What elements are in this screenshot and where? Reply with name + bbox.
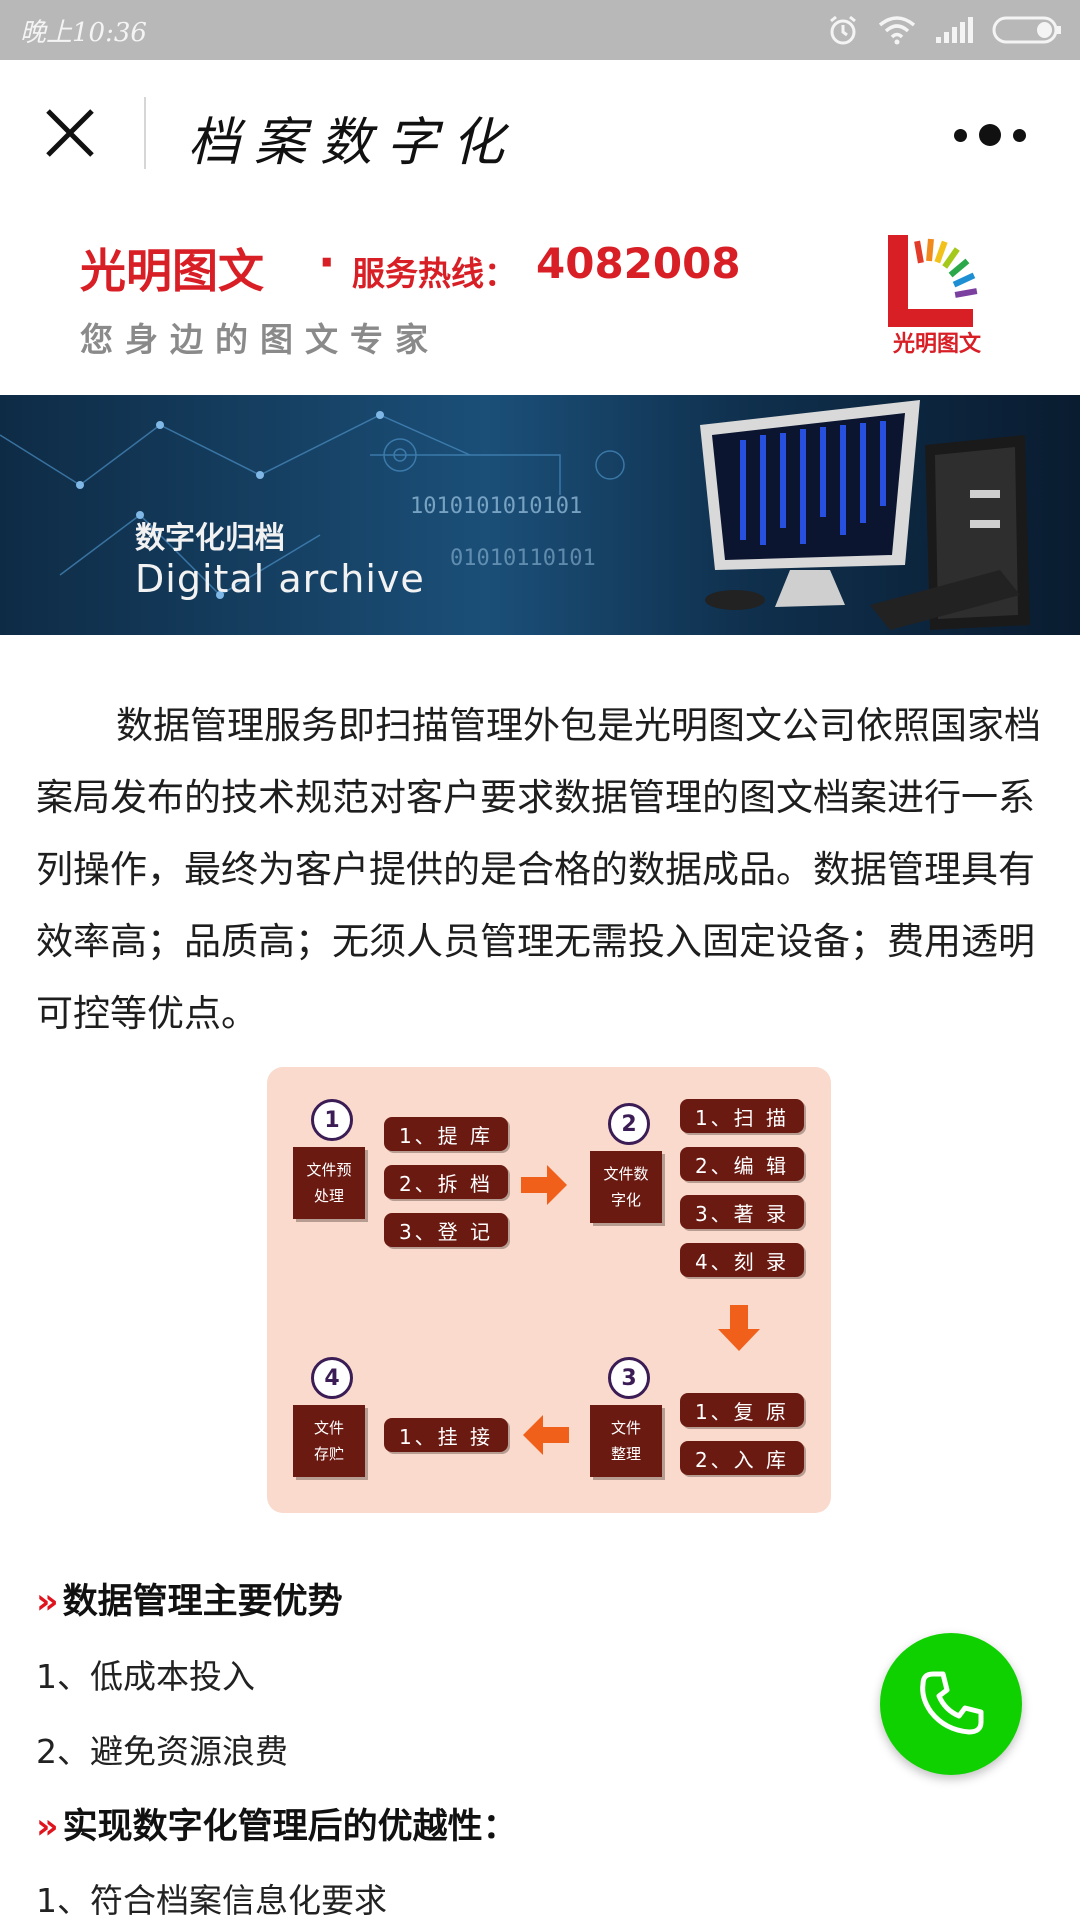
status-time: 晚上10:36 <box>20 18 147 48</box>
brand-separator: · <box>318 235 336 289</box>
alarm-icon <box>830 15 856 45</box>
logo-text: 光明图文 <box>892 331 982 357</box>
arrow-right-icon <box>521 1165 567 1205</box>
section-title-text: 实现数字化管理后的优越性： <box>62 1807 518 1847</box>
stage-1-box: 文件预处理 <box>293 1147 365 1219</box>
banner-title-en: Digital archive <box>135 557 425 601</box>
stage-2-step: 3、著 录 <box>680 1195 804 1229</box>
stage-3-box: 文件整理 <box>590 1405 662 1477</box>
status-bar: 晚上10:36 <box>0 0 1080 60</box>
hotline-number[interactable]: 4082008 <box>536 239 741 288</box>
stage-3-step: 1、复 原 <box>680 1393 804 1427</box>
process-flow-diagram: 1 文件预处理 1、提 库 2、拆 档 3、登 记 2 文件数字化 1、扫 描 … <box>267 1067 831 1513</box>
double-chevron-icon: » <box>36 1582 59 1622</box>
list-item: 1、低成本投入 <box>36 1657 255 1696</box>
double-chevron-icon: » <box>36 1807 59 1847</box>
phone-icon <box>920 1671 984 1735</box>
stage-2-step: 4、刻 录 <box>680 1243 804 1277</box>
binary-row-2: 01010110101 <box>450 546 596 571</box>
nav-divider <box>144 97 146 169</box>
brand-logo: 光明图文 <box>888 235 982 357</box>
hotline-label: 服务热线： <box>352 254 517 293</box>
brand-slogan: 您身边的图文专家 <box>80 320 440 359</box>
battery-icon <box>992 16 1061 44</box>
intro-paragraph: 数据管理服务即扫描管理外包是光明图文公司依照国家档案局发布的技术规范对客户要求数… <box>36 690 1046 1050</box>
stage-2-number: 2 <box>608 1103 650 1145</box>
stage-2-box: 文件数字化 <box>590 1151 662 1223</box>
wifi-icon <box>878 16 916 45</box>
section-title-text: 数据管理主要优势 <box>62 1582 343 1622</box>
status-icons <box>826 12 1064 48</box>
digital-archive-banner: 1010101010101 01010110101 数字化归档 Digital … <box>0 395 1080 635</box>
intro-text: 数据管理服务即扫描管理外包是光明图文公司依照国家档案局发布的技术规范对客户要求数… <box>36 704 1041 1035</box>
section-title: »数据管理主要优势 <box>36 1573 343 1624</box>
stage-2-step: 1、扫 描 <box>680 1099 804 1133</box>
list-item: 1、符合档案信息化要求 <box>36 1881 387 1920</box>
arrow-down-icon <box>718 1305 760 1351</box>
section-title: »实现数字化管理后的优越性： <box>36 1798 518 1849</box>
more-icon[interactable] <box>942 118 1038 152</box>
brand-header: 光明图文 · 服务热线： 4082008 您身边的图文专家 光明图文 <box>0 205 1080 395</box>
stage-3-step: 2、入 库 <box>680 1441 804 1475</box>
stage-4-box: 文件存贮 <box>293 1405 365 1477</box>
call-button[interactable] <box>880 1633 1022 1775</box>
signal-icon <box>936 17 973 43</box>
banner-graphic: 1010101010101 01010110101 <box>0 400 1030 630</box>
binary-row-1: 1010101010101 <box>410 494 582 519</box>
stage-1-step: 1、提 库 <box>384 1117 508 1151</box>
stage-1-step: 3、登 记 <box>384 1213 508 1247</box>
stage-2-step: 2、编 辑 <box>680 1147 804 1181</box>
stage-3-number: 3 <box>608 1357 650 1399</box>
stage-1-step: 2、拆 档 <box>384 1165 508 1199</box>
page-title: 档案数字化 <box>188 113 519 173</box>
arrow-left-icon <box>523 1415 569 1455</box>
banner-title-cn: 数字化归档 <box>135 521 285 556</box>
list-item: 2、避免资源浪费 <box>36 1732 288 1771</box>
brand-name: 光明图文 <box>80 244 264 298</box>
close-icon[interactable] <box>42 105 98 161</box>
stage-1-number: 1 <box>311 1099 353 1141</box>
computer-monitor-icon <box>700 400 1020 630</box>
stage-4-step: 1、挂 接 <box>384 1418 508 1452</box>
stage-4-number: 4 <box>311 1357 353 1399</box>
nav-bar: 档案数字化 <box>0 60 1080 205</box>
